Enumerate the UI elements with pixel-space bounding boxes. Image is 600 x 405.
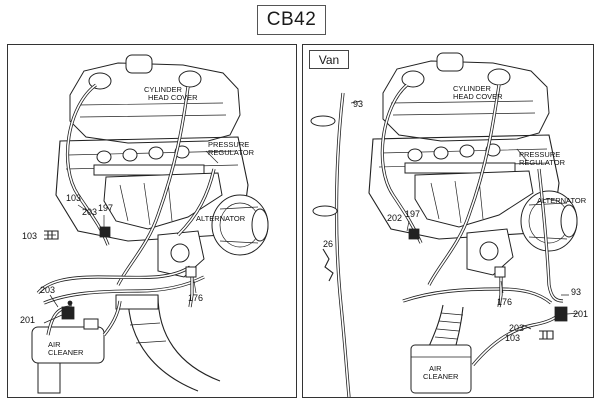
alternator-part — [520, 190, 578, 252]
fuel-injectors — [404, 143, 516, 174]
callout-103: 103 — [66, 193, 81, 203]
callout-197: 197 — [405, 209, 420, 219]
label-alternator: ALTERNATOR — [537, 196, 587, 205]
fitting-176-part — [494, 266, 506, 278]
callout-201: 201 — [573, 309, 588, 319]
clamp-93-part — [310, 115, 338, 217]
fuel-injectors — [93, 145, 205, 176]
van-variant-label: Van — [318, 52, 340, 67]
bracket-26-part — [322, 248, 334, 282]
callout-93: 93 — [353, 99, 363, 109]
callout-176: 176 — [188, 293, 203, 303]
callout-93b: 93 — [571, 287, 581, 297]
engine-diagram-panel-van: Van — [302, 44, 594, 398]
fitting-176-part — [185, 266, 197, 278]
alternator-part — [211, 194, 269, 256]
diagram-title: CB42 — [266, 9, 317, 30]
vacuum-hose-lines — [36, 83, 216, 336]
callout-202: 202 — [387, 213, 402, 223]
valve-201-part — [61, 300, 75, 320]
callout-26: 26 — [323, 239, 333, 249]
diagram-title-box: CB42 — [257, 5, 326, 35]
air-cleaner-part — [31, 318, 105, 394]
label-alternator: ALTERNATOR — [196, 214, 246, 223]
callout-201: 201 — [20, 315, 35, 325]
callout-197: 197 — [98, 203, 113, 213]
valve-197-part — [99, 226, 111, 238]
air-cleaner-part — [410, 344, 472, 394]
callout-176: 176 — [497, 297, 512, 307]
callout-203b: 203 — [40, 285, 55, 295]
cylinder-head-cover-part — [382, 52, 550, 142]
cylinder-head-cover-part — [69, 54, 241, 144]
callout-103: 103 — [505, 333, 520, 343]
valve-197-part — [408, 228, 420, 240]
callout-103b: 103 — [22, 231, 37, 241]
callout-203: 203 — [509, 323, 524, 333]
van-variant-label-box: Van — [309, 50, 349, 69]
callout-203: 203 — [82, 207, 97, 217]
clip-103-part — [539, 330, 554, 340]
